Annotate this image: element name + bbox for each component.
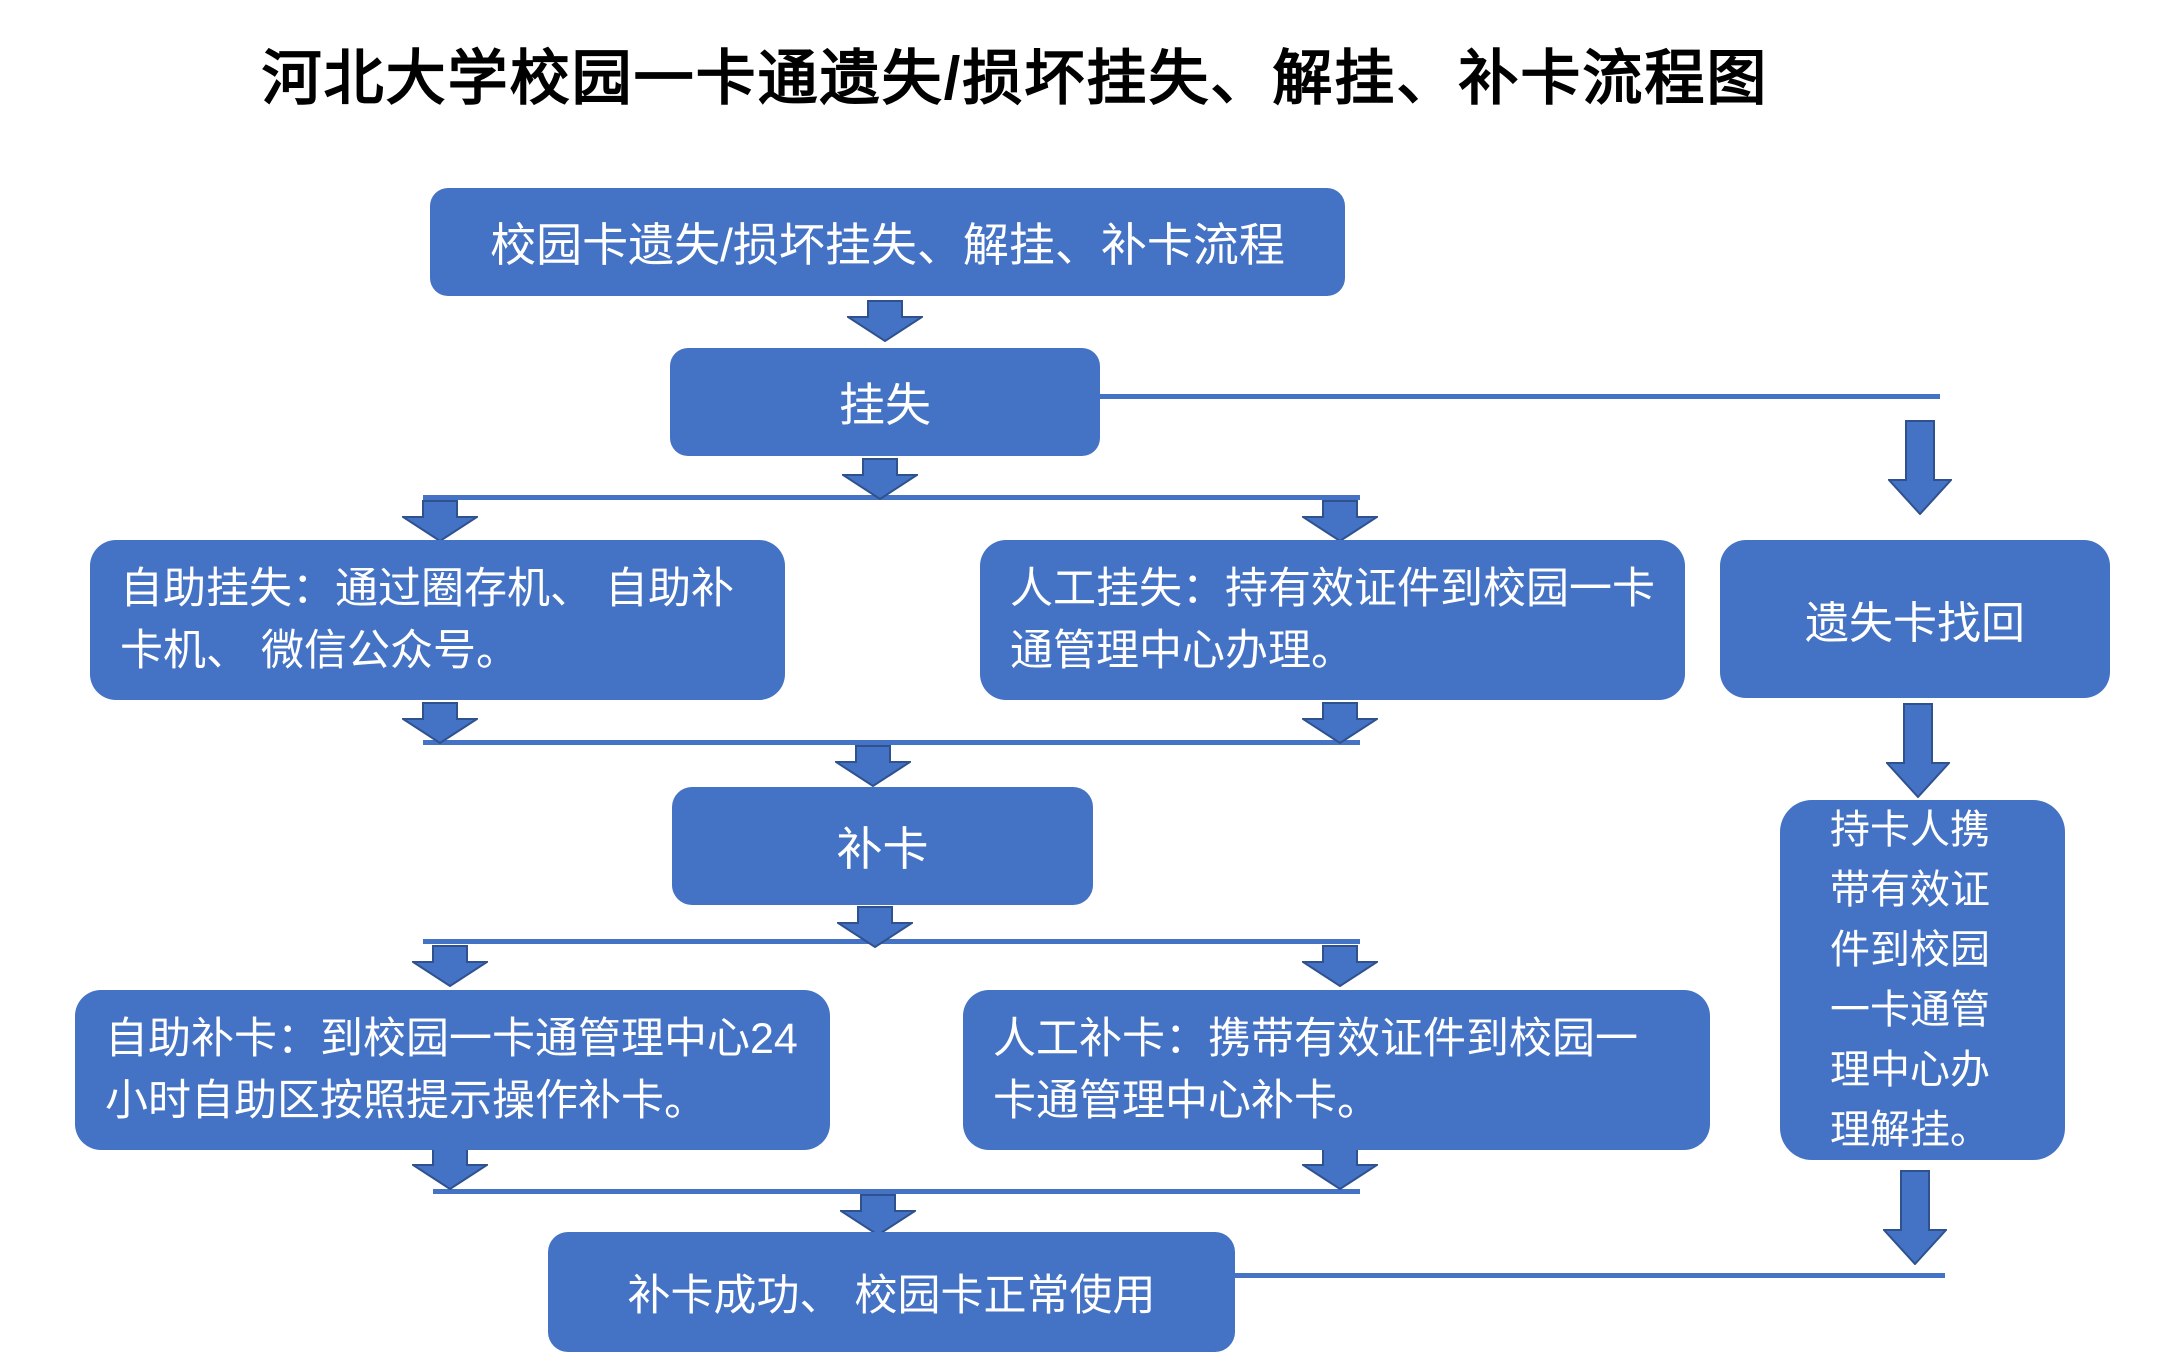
down-arrow-icon: [1299, 945, 1381, 988]
down-arrow-icon: [409, 1148, 491, 1191]
connector-loss-to-found: [1100, 394, 1940, 399]
node-success: 补卡成功、 校园卡正常使用: [548, 1232, 1235, 1352]
node-manual-replace-card-label: 人工补卡：携带有效证件到校园一卡通管理中心补卡。: [993, 1014, 1638, 1125]
node-report-loss-label: 挂失: [839, 379, 931, 431]
node-unhang-card: 持卡人携带有效证件到校园一卡通管理中心办理解挂。: [1780, 800, 2065, 1160]
down-block-arrow-icon: [1884, 703, 1952, 799]
down-arrow-icon: [837, 1194, 919, 1237]
node-replace-card: 补卡: [672, 787, 1093, 905]
connector-replace-merge: [433, 1189, 1360, 1194]
down-block-arrow-icon: [1886, 420, 1954, 516]
down-arrow-icon: [399, 500, 481, 543]
down-arrow-icon: [839, 458, 921, 501]
node-process-overview-label: 校园卡遗失/损坏挂失、解挂、补卡流程: [490, 219, 1285, 271]
connector-replace-branch: [423, 939, 1360, 944]
node-process-overview: 校园卡遗失/损坏挂失、解挂、补卡流程: [430, 188, 1345, 296]
node-self-replace-card: 自助补卡：到校园一卡通管理中心24小时自助区按照提示操作补卡。: [75, 990, 830, 1150]
down-arrow-icon: [832, 745, 914, 788]
node-success-label: 补卡成功、 校园卡正常使用: [627, 1272, 1156, 1320]
node-unhang-card-label: 持卡人携带有效证件到校园一卡通管理中心办理解挂。: [1830, 808, 1990, 1152]
connector-unhang-to-success: [1235, 1273, 1945, 1278]
node-lost-card-found-label: 遗失卡找回: [1805, 599, 2025, 648]
node-replace-card-label: 补卡: [836, 823, 929, 875]
page-title: 河北大学校园一卡通遗失/损坏挂失、解挂、补卡流程图: [261, 45, 1769, 112]
down-arrow-icon: [1299, 1148, 1381, 1191]
node-lost-card-found: 遗失卡找回: [1720, 540, 2110, 698]
connector-loss-merge: [423, 740, 1360, 745]
down-block-arrow-icon: [1881, 1170, 1949, 1266]
node-manual-replace-card: 人工补卡：携带有效证件到校园一卡通管理中心补卡。: [963, 990, 1710, 1150]
down-arrow-icon: [834, 906, 916, 949]
node-manual-report-loss-label: 人工挂失：持有效证件到校园一卡通管理中心办理。: [1010, 564, 1655, 675]
node-self-replace-card-label: 自助补卡：到校园一卡通管理中心24小时自助区按照提示操作补卡。: [105, 1014, 798, 1125]
down-arrow-icon: [409, 945, 491, 988]
node-report-loss: 挂失: [670, 348, 1100, 456]
node-manual-report-loss: 人工挂失：持有效证件到校园一卡通管理中心办理。: [980, 540, 1685, 700]
node-self-report-loss-label: 自助挂失：通过圈存机、 自助补卡机、 微信公众号。: [120, 564, 734, 675]
connector-loss-branch: [423, 495, 1360, 500]
down-arrow-icon: [399, 702, 481, 745]
down-arrow-icon: [1299, 702, 1381, 745]
node-self-report-loss: 自助挂失：通过圈存机、 自助补卡机、 微信公众号。: [90, 540, 785, 700]
down-arrow-icon: [844, 300, 926, 343]
down-arrow-icon: [1299, 500, 1381, 543]
